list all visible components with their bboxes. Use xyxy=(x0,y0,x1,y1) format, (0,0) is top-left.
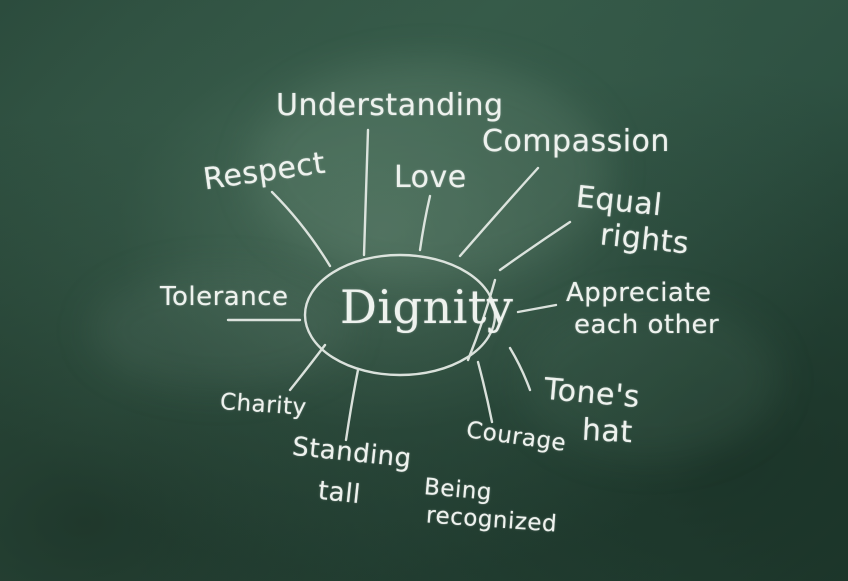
spoke-standing-tall xyxy=(344,368,360,442)
word-charity: Charity xyxy=(219,389,308,421)
spoke-love xyxy=(418,194,432,252)
spoke-tones-hat xyxy=(508,346,532,392)
word-being: Being xyxy=(423,474,494,506)
center-word-dignity: Dignity xyxy=(340,280,514,334)
word-tall: tall xyxy=(316,475,363,511)
spoke-courage xyxy=(476,360,494,424)
spoke-inner xyxy=(466,278,497,362)
spoke-appreciate xyxy=(516,303,558,314)
dignity-ellipse xyxy=(303,253,497,377)
word-appreciate: Appreciate xyxy=(566,278,712,308)
word-each-other: each other xyxy=(574,310,720,340)
word-understanding: Understanding xyxy=(276,88,504,123)
spoke-compassion xyxy=(458,166,540,258)
word-equal: Equal xyxy=(574,179,664,224)
word-tones: Tone's xyxy=(542,371,642,416)
word-compassion: Compassion xyxy=(482,124,670,159)
word-hat: hat xyxy=(581,412,634,451)
word-love: Love xyxy=(394,160,467,195)
word-tolerance: Tolerance xyxy=(160,282,289,312)
spoke-respect xyxy=(270,190,332,268)
spoke-charity xyxy=(288,343,327,392)
spoke-understanding xyxy=(362,128,370,257)
spoke-equal-rights xyxy=(498,220,572,272)
